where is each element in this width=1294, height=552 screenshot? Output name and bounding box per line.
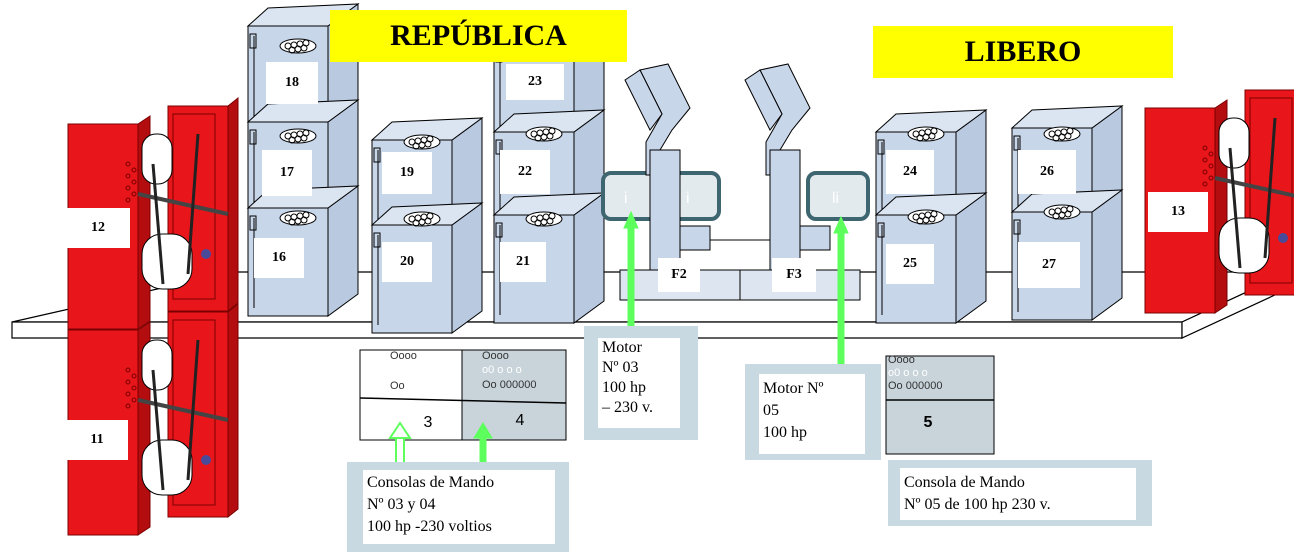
frame-label-f3: F3 bbox=[772, 258, 816, 292]
console-4-top: Oooo bbox=[482, 350, 509, 362]
console-4-mid: o0 o o o bbox=[482, 364, 522, 376]
console-5-bottom: Oo 000000 bbox=[888, 380, 943, 392]
unit-label-11: 11 bbox=[66, 420, 128, 460]
indicator-text-3: li bbox=[832, 190, 840, 207]
unit-label-19: 19 bbox=[382, 152, 432, 194]
frame-label-f2: F2 bbox=[658, 258, 700, 292]
unit-label-17: 17 bbox=[262, 150, 312, 196]
republica-banner: REPÚBLICA bbox=[330, 10, 627, 62]
indicator-text-1: i bbox=[624, 190, 628, 207]
unit-label-24: 24 bbox=[886, 150, 934, 194]
note-line: Motor bbox=[602, 339, 642, 356]
unit-label-26: 26 bbox=[1018, 150, 1076, 194]
unit-label-20: 20 bbox=[382, 242, 432, 282]
unit-label-16: 16 bbox=[254, 238, 304, 278]
libero-banner: LIBERO bbox=[873, 26, 1173, 78]
unit-label-27: 27 bbox=[1018, 242, 1080, 288]
console-4-bottom: Oo 000000 bbox=[482, 379, 537, 391]
note-line: Consolas de Mando bbox=[367, 474, 495, 491]
motor-03-text: Motor Nº 03 100 hp – 230 v. bbox=[598, 338, 680, 428]
consola-05-text: Consola de Mando Nº 05 de 100 hp 230 v. bbox=[900, 468, 1136, 520]
indicator-text-2: i bbox=[686, 190, 690, 207]
consola-05-note: Consola de Mando Nº 05 de 100 hp 230 v. bbox=[888, 460, 1152, 526]
unit-label-25: 25 bbox=[886, 244, 934, 284]
motor-05-text: Motor Nº 05 100 hp bbox=[759, 374, 865, 454]
note-line: Motor Nº bbox=[763, 380, 824, 397]
consolas-03-04-text: Consolas de Mando Nº 03 y 04 100 hp -230… bbox=[363, 470, 555, 544]
note-line: Nº 05 de 100 hp 230 v. bbox=[904, 496, 1051, 513]
motor-05-note: Motor Nº 05 100 hp bbox=[745, 364, 881, 460]
note-line: 100 hp -230 voltios bbox=[367, 518, 492, 535]
console-3-top: Oooo bbox=[390, 350, 417, 362]
unit-label-12: 12 bbox=[66, 208, 130, 248]
console-3-bottom: Oo bbox=[390, 380, 405, 392]
console-5-mid: o0 o o o bbox=[888, 367, 928, 379]
unit-label-23: 23 bbox=[506, 64, 564, 100]
unit-label-22: 22 bbox=[500, 150, 550, 194]
unit-label-18: 18 bbox=[266, 62, 318, 104]
motor-03-note: Motor Nº 03 100 hp – 230 v. bbox=[584, 326, 698, 440]
note-line: Nº 03 y 04 bbox=[367, 496, 436, 513]
note-line: Consola de Mando bbox=[904, 474, 1025, 491]
note-line: 100 hp bbox=[763, 424, 807, 441]
consolas-03-04-note: Consolas de Mando Nº 03 y 04 100 hp -230… bbox=[347, 462, 569, 552]
console-4-number: 4 bbox=[515, 412, 525, 429]
note-line: 100 hp bbox=[602, 379, 646, 396]
unit-label-21: 21 bbox=[500, 242, 546, 282]
note-line: – 230 v. bbox=[602, 399, 653, 416]
note-line: 05 bbox=[763, 402, 779, 419]
console-5-top: Oooo bbox=[888, 354, 915, 366]
console-3-number: 3 bbox=[423, 414, 433, 431]
console-5-number: 5 bbox=[923, 414, 933, 431]
note-line: Nº 03 bbox=[602, 359, 639, 376]
unit-label-13: 13 bbox=[1148, 192, 1208, 232]
